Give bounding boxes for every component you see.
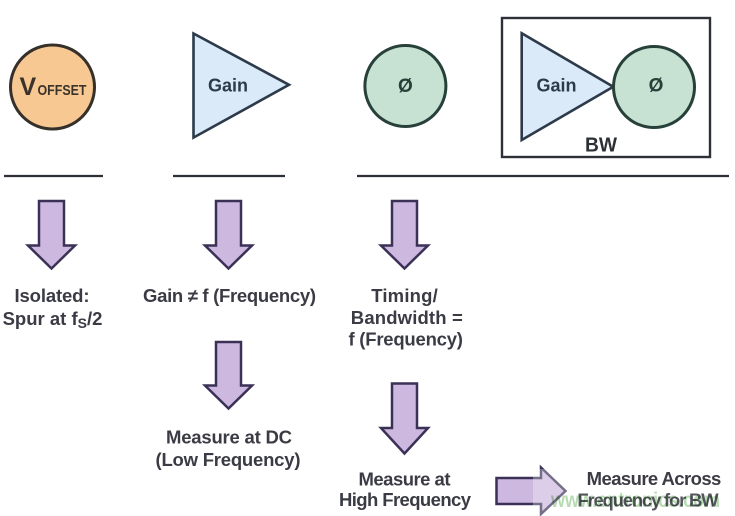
svg-text:Gain: Gain (536, 76, 576, 96)
svg-text:Measure at: Measure at (359, 469, 451, 490)
svg-text:Ø: Ø (649, 76, 664, 97)
svg-text:Ø: Ø (398, 76, 413, 97)
svg-text:Measure Across: Measure Across (587, 468, 722, 489)
svg-text:Frequency for BW: Frequency for BW (577, 490, 719, 511)
svg-text:Timing/: Timing/ (371, 285, 438, 306)
svg-text:Gain ≠ f (Frequency): Gain ≠ f (Frequency) (143, 285, 316, 306)
svg-text:High Frequency: High Frequency (339, 489, 472, 510)
svg-text:(Low Frequency): (Low Frequency) (156, 449, 301, 470)
svg-text:Measure at DC: Measure at DC (166, 427, 292, 448)
svg-text:www.cntronics.com: www.cntronics.com (550, 489, 720, 512)
svg-text:f (Frequency): f (Frequency) (348, 329, 463, 350)
svg-text:V: V (20, 73, 37, 101)
svg-text:Isolated:: Isolated: (15, 285, 90, 306)
svg-text:BW: BW (585, 134, 618, 157)
svg-text:Spur at fS/2: Spur at fS/2 (3, 308, 103, 331)
svg-text:OFFSET: OFFSET (38, 82, 87, 99)
svg-text:Bandwidth =: Bandwidth = (351, 307, 463, 328)
svg-text:Gain: Gain (208, 76, 248, 96)
